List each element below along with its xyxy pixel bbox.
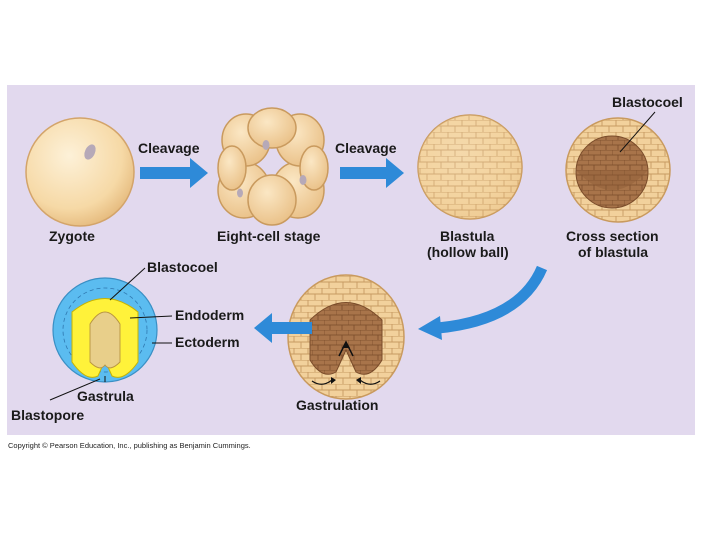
label-cross-section: Cross section: [566, 228, 659, 244]
curved-arrow: [418, 265, 548, 340]
blastula-illustration: [417, 114, 523, 220]
label-blastocoel-top: Blastocoel: [612, 94, 683, 110]
label-blastopore: Blastopore: [11, 407, 84, 423]
endoderm-pointer: [129, 315, 173, 319]
zygote-illustration: [25, 117, 135, 227]
label-cleavage-2: Cleavage: [335, 140, 397, 156]
label-blastula: Blastula: [440, 228, 495, 244]
label-cross-section-subtitle: of blastula: [578, 244, 648, 260]
eight-cell-illustration: [217, 107, 329, 226]
label-ectoderm: Ectoderm: [175, 334, 240, 350]
gastrula-illustration: [52, 277, 158, 383]
cleavage-arrow-1: [140, 158, 208, 188]
gastrulation-illustration: [287, 274, 405, 400]
label-zygote: Zygote: [49, 228, 95, 244]
copyright-notice: Copyright © Pearson Education, Inc., pub…: [8, 441, 251, 450]
blastopore-pointer: [49, 378, 101, 401]
label-gastrulation: Gastrulation: [296, 397, 378, 413]
label-gastrula: Gastrula: [77, 388, 134, 404]
label-endoderm: Endoderm: [175, 307, 244, 323]
blastula-cross-section-illustration: [565, 117, 671, 223]
blastocoel-pointer-top: [619, 111, 656, 153]
label-eight-cell-stage: Eight-cell stage: [217, 228, 321, 244]
label-cleavage-1: Cleavage: [138, 140, 200, 156]
gastrulation-arrow: [254, 313, 312, 343]
label-blastula-subtitle: (hollow ball): [427, 244, 509, 260]
cleavage-arrow-2: [340, 158, 404, 188]
label-blastocoel-gastrula: Blastocoel: [147, 259, 218, 275]
blastocoel-pointer-gastrula: [109, 267, 146, 301]
